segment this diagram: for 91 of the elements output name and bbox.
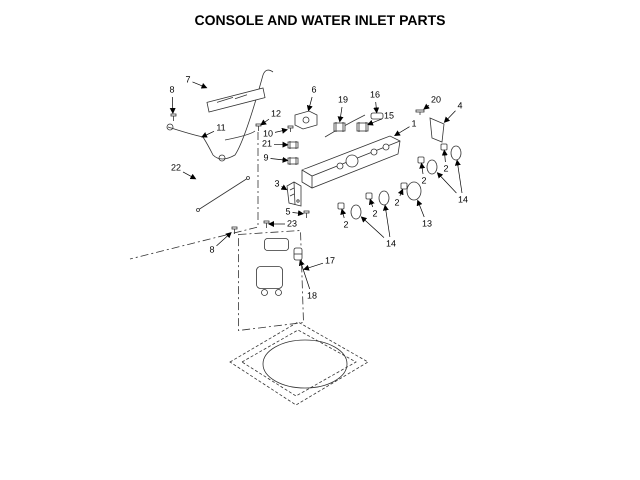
knob-drawing xyxy=(379,191,389,205)
leader-line xyxy=(201,130,214,138)
callout-number: 21 xyxy=(262,138,272,150)
leader-line xyxy=(268,221,286,227)
knob-drawing xyxy=(407,182,421,200)
valve-solenoid-drawing xyxy=(294,248,302,260)
leader-line xyxy=(292,210,304,216)
leader-line xyxy=(216,232,232,246)
callout-number: 15 xyxy=(384,110,394,122)
callout-number: 13 xyxy=(422,218,432,230)
rod-drawing xyxy=(196,176,250,212)
screw-drawing xyxy=(416,110,424,114)
leader-line xyxy=(436,172,457,194)
rear-panel-drawing xyxy=(207,88,265,112)
leader-line xyxy=(170,96,176,114)
leader-line xyxy=(338,106,344,122)
callout-number: 2 xyxy=(422,176,426,186)
leader-line xyxy=(274,142,288,148)
leader-line xyxy=(442,150,448,162)
callout-number: 6 xyxy=(312,84,316,96)
screw-drawing xyxy=(256,124,260,130)
callout-number: 4 xyxy=(458,100,462,112)
leader-line xyxy=(394,126,410,136)
callout-number: 2 xyxy=(372,208,378,220)
callout-number: 8 xyxy=(210,244,214,256)
callout-number: 2 xyxy=(394,198,400,208)
callout-number: 16 xyxy=(370,90,380,100)
screw-drawing xyxy=(288,126,292,132)
callout-number: 18 xyxy=(307,290,317,302)
knob-insert-drawing xyxy=(418,157,424,163)
leader-line xyxy=(382,204,390,238)
leader-line xyxy=(416,200,425,218)
timer-drawing xyxy=(295,111,317,129)
leader-line xyxy=(444,110,456,123)
leader-line xyxy=(454,160,462,194)
wire-connector-drawing xyxy=(371,113,383,119)
leader-line xyxy=(367,118,382,126)
callout-number: 2 xyxy=(444,164,448,174)
leader-line xyxy=(274,128,288,134)
knob-insert-drawing xyxy=(401,183,407,189)
screw-drawing xyxy=(264,220,268,228)
callout-number: 14 xyxy=(458,194,468,206)
callout-number: 2 xyxy=(344,220,348,230)
callout-number: 3 xyxy=(274,178,280,190)
leader-line xyxy=(192,82,208,89)
knob-insert-drawing xyxy=(366,193,372,199)
leader-line xyxy=(398,188,404,196)
callout-number: 5 xyxy=(286,206,290,218)
bracket-drawing xyxy=(430,118,444,142)
knob-drawing xyxy=(427,160,437,174)
valve-assembly-drawing xyxy=(238,230,304,330)
knob-insert-drawing xyxy=(441,144,447,150)
knob-drawing xyxy=(351,205,361,219)
callout-number: 17 xyxy=(325,256,335,266)
console-panel-drawing xyxy=(302,136,400,188)
leader-line xyxy=(360,216,384,238)
callout-number: 23 xyxy=(287,218,297,230)
diagram-title: CONSOLE AND WATER INLET PARTS xyxy=(194,12,446,28)
leader-line xyxy=(373,102,380,114)
leader-line xyxy=(340,208,346,218)
leader-line xyxy=(298,260,310,290)
end-cap-drawing xyxy=(287,182,301,206)
callout-number: 14 xyxy=(386,238,396,250)
screw-drawing xyxy=(232,226,236,234)
callout-number: 11 xyxy=(216,122,226,134)
callout-number: 10 xyxy=(263,128,273,140)
leader-line xyxy=(270,156,288,163)
leader-line xyxy=(368,198,375,208)
leader-line xyxy=(423,104,430,110)
screw-drawing xyxy=(304,210,308,218)
leader-line xyxy=(182,172,196,180)
callout-number: 22 xyxy=(171,162,181,174)
leader-line xyxy=(280,184,288,190)
callout-number: 1 xyxy=(412,118,416,130)
leader-line xyxy=(303,262,324,271)
leader-line xyxy=(260,118,270,126)
screw-drawing xyxy=(170,114,176,120)
knob-insert-drawing xyxy=(338,203,344,209)
callout-number: 20 xyxy=(431,94,441,106)
switch-drawing xyxy=(288,157,298,165)
callout-number: 7 xyxy=(186,74,190,86)
switch-drawing xyxy=(356,122,368,132)
callout-number: 19 xyxy=(338,94,348,106)
callout-number: 9 xyxy=(264,152,268,164)
switch-drawing xyxy=(334,122,344,132)
callout-number: 12 xyxy=(271,108,281,120)
callout-number: 8 xyxy=(170,84,174,96)
leader-line xyxy=(419,162,426,174)
leader-line xyxy=(306,96,313,112)
knob-drawing xyxy=(451,146,461,160)
switch-drawing xyxy=(288,141,298,149)
